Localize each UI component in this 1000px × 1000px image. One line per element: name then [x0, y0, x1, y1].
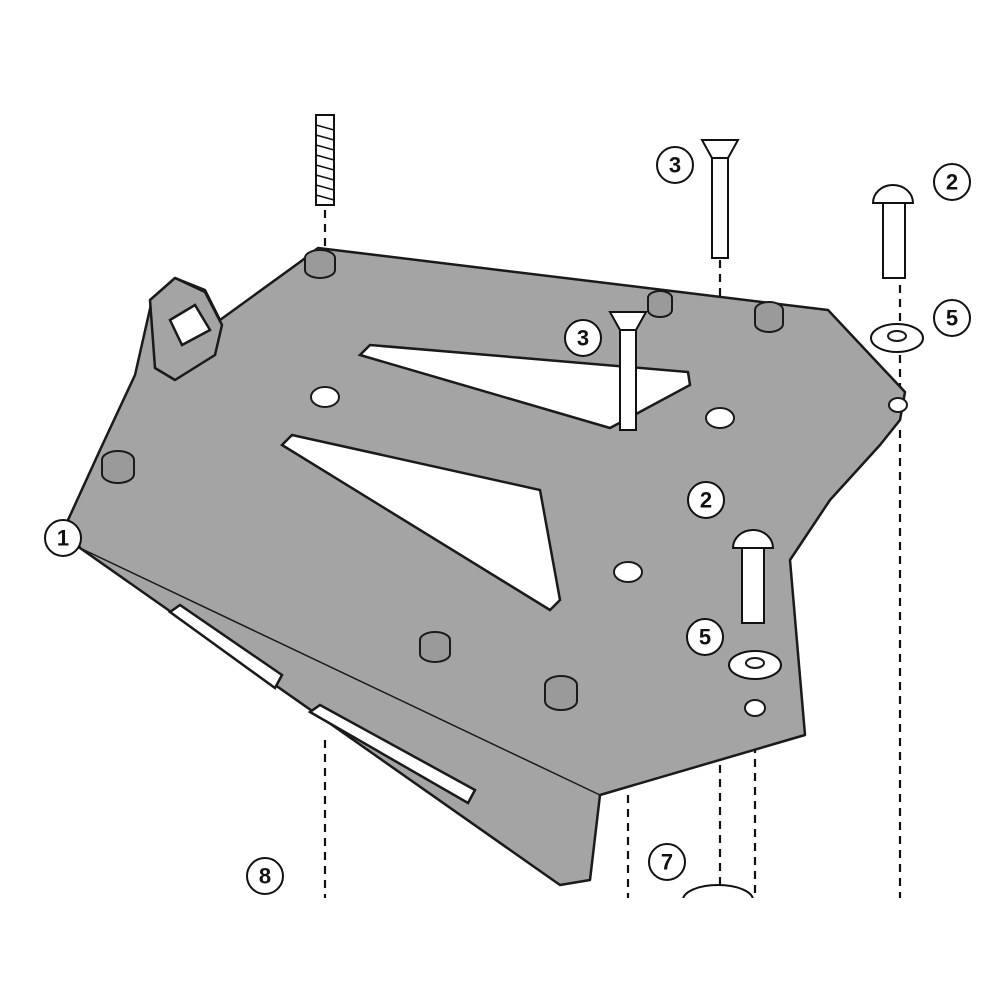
rack-plate	[66, 246, 908, 887]
svg-text:8: 8	[259, 864, 271, 889]
callout-3: 3	[656, 146, 694, 184]
slot	[307, 703, 477, 805]
upper-cutout	[357, 343, 692, 430]
lower-cutout	[279, 433, 562, 612]
callout-3: 3	[564, 319, 602, 357]
countersunk-screw	[608, 311, 648, 431]
bosses	[101, 249, 784, 711]
svg-text:1: 1	[57, 526, 69, 551]
button-head-bolt	[871, 184, 915, 279]
svg-text:2: 2	[946, 170, 958, 195]
crop-mask	[0, 898, 1000, 1000]
svg-text:3: 3	[669, 153, 681, 178]
stud-bolt	[315, 114, 335, 206]
slot	[167, 603, 284, 690]
callout-2: 2	[687, 481, 725, 519]
svg-text:2: 2	[700, 488, 712, 513]
callout-5: 5	[686, 618, 724, 656]
callout-2: 2	[933, 163, 971, 201]
washer	[870, 323, 924, 353]
callout-5: 5	[933, 299, 971, 337]
svg-text:5: 5	[699, 625, 711, 650]
callout-7: 7	[648, 843, 686, 881]
button-head-bolt	[731, 529, 775, 624]
callout-1: 1	[44, 519, 82, 557]
svg-text:3: 3	[577, 326, 589, 351]
svg-text:5: 5	[946, 306, 958, 331]
svg-text:7: 7	[661, 850, 673, 875]
countersunk-screw	[700, 139, 740, 259]
callout-8: 8	[246, 857, 284, 895]
washer	[728, 650, 782, 680]
